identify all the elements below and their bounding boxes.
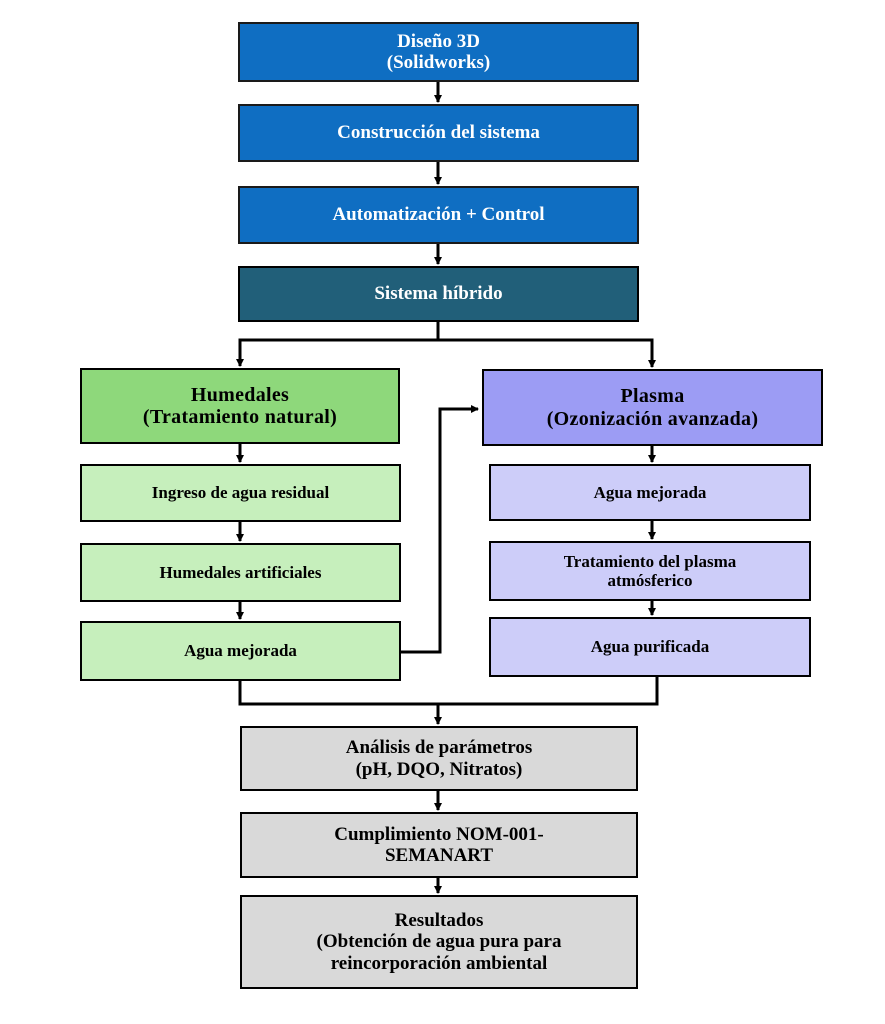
wetlands-step-label: Humedales artificiales: [159, 562, 322, 582]
wetlands-subtitle: (Tratamiento natural): [142, 406, 338, 428]
construction-label: Construcción del sistema: [337, 122, 540, 144]
split-line-to-plasma: [438, 338, 656, 368]
wetlands-step-artificial-wetlands: Humedales artificiales: [80, 543, 401, 602]
plasma-step-label: Agua purificada: [590, 637, 710, 657]
results-title: Resultados: [394, 910, 484, 932]
compliance-line2: SEMANART: [384, 845, 494, 866]
plasma-step-atmospheric-plasma: Tratamiento del plasma atmósferico: [489, 541, 811, 601]
plasma-subtitle: (Ozonización avanzada): [546, 407, 759, 430]
results-line2: (Obtención de agua pura para: [316, 931, 562, 953]
construction-box: Construcción del sistema: [238, 104, 639, 162]
parameter-analysis-subtitle: (pH, DQO, Nitratos): [355, 758, 523, 780]
wetlands-step-improved-water: Agua mejorada: [80, 621, 401, 681]
plasma-step-label: Tratamiento del plasma: [563, 551, 737, 571]
wetlands-step-wastewater-intake: Ingreso de agua residual: [80, 464, 401, 522]
automation-box: Automatización + Control: [238, 186, 639, 244]
split-line-to-branches: [236, 322, 440, 367]
plasma-step-label: Agua mejorada: [593, 482, 707, 502]
results-box: Resultados (Obtención de agua pura para …: [240, 895, 638, 989]
wetlands-step-label: Ingreso de agua residual: [151, 483, 330, 503]
plasma-step-label-line2: atmósferico: [607, 571, 693, 590]
plasma-step-purified-water: Agua purificada: [489, 617, 811, 677]
wetlands-step-label: Agua mejorada: [184, 641, 297, 661]
plasma-title: Plasma: [620, 385, 685, 408]
hybrid-system-label: Sistema híbrido: [374, 283, 503, 305]
design-3d-subtitle: (Solidworks): [386, 52, 491, 73]
wetlands-header-box: Humedales (Tratamiento natural): [80, 368, 400, 444]
results-line3: reincorporación ambiental: [330, 952, 548, 974]
parameter-analysis-box: Análisis de parámetros (pH, DQO, Nitrato…: [240, 726, 638, 791]
compliance-box: Cumplimiento NOM-001- SEMANART: [240, 812, 638, 878]
automation-label: Automatización + Control: [332, 204, 545, 226]
arrow-wetlands-to-plasma: [401, 405, 479, 654]
wetlands-title: Humedales: [190, 383, 290, 406]
plasma-step-improved-water: Agua mejorada: [489, 464, 811, 521]
design-3d-box: Diseño 3D (Solidworks): [238, 22, 639, 82]
merge-line-from-branches: [238, 677, 659, 706]
design-3d-title: Diseño 3D: [397, 30, 480, 52]
plasma-header-box: Plasma (Ozonización avanzada): [482, 369, 823, 446]
hybrid-system-box: Sistema híbrido: [238, 266, 639, 322]
parameter-analysis-title: Análisis de parámetros: [345, 737, 533, 759]
compliance-line1: Cumplimiento NOM-001-: [334, 823, 544, 845]
